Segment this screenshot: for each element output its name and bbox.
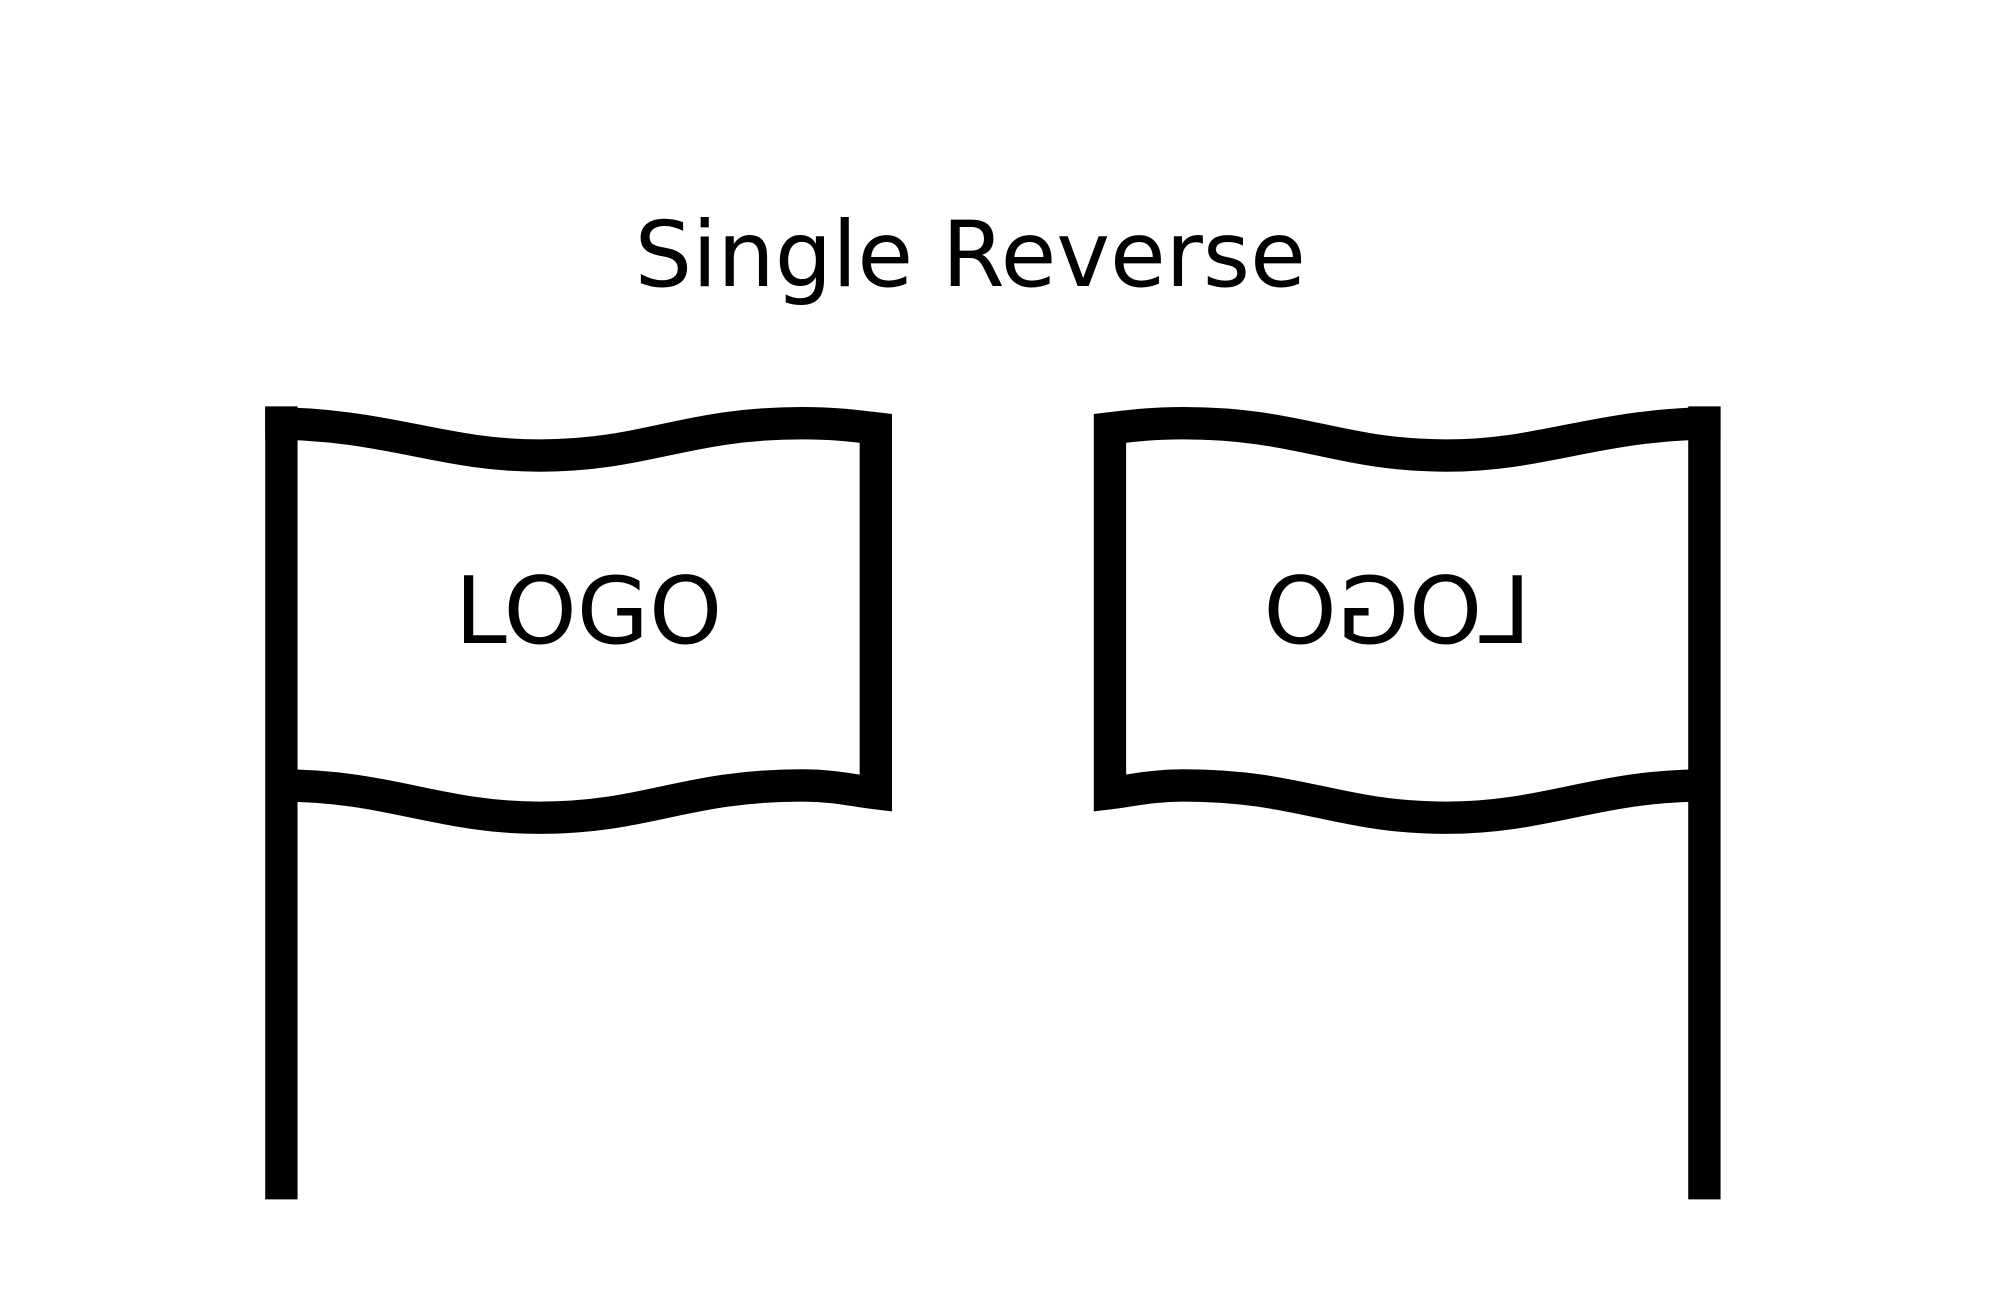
flag-cloth (265, 407, 892, 834)
flag-mirrored: LOGO (1093, 406, 1721, 1200)
diagram-title: Single Reverse (635, 203, 1306, 308)
flag-logo-text-mirrored: LOGO (1263, 557, 1530, 665)
flag-logo-text: LOGO (455, 557, 722, 665)
flag-normal: LOGO (265, 406, 892, 1200)
flag-cloth (1093, 407, 1721, 834)
